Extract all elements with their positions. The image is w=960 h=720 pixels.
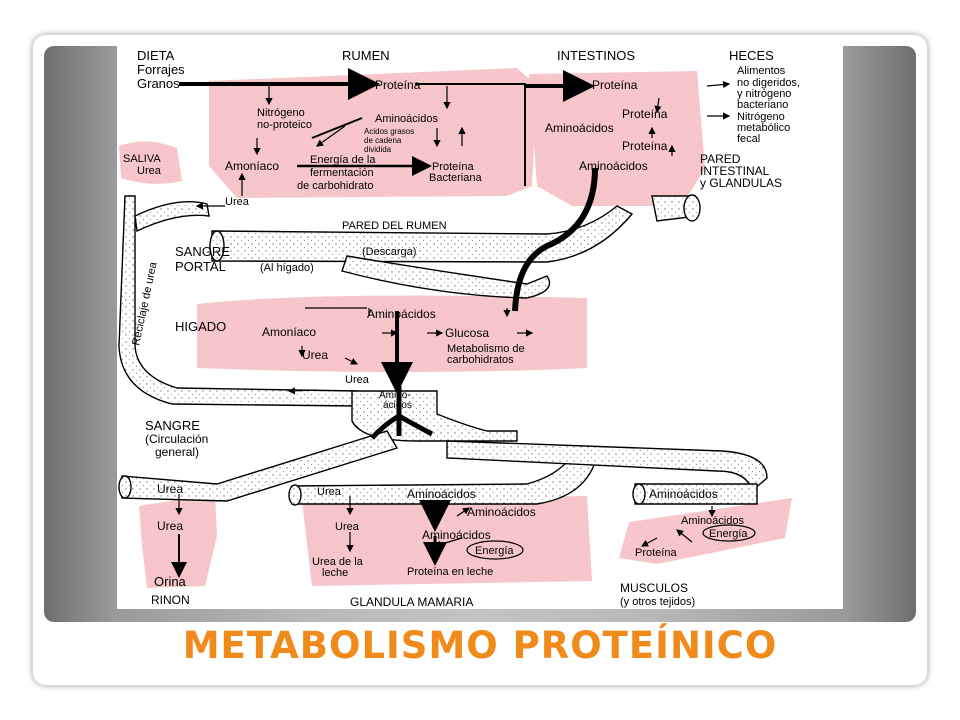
blood-vessels [118,194,768,506]
label-urea-out: Urea [345,374,370,386]
mammary-region [302,496,592,586]
liver-to-heart [351,390,518,442]
label-heces-3: y nitrógeno [737,88,791,100]
thick-flow-arrows [179,68,598,532]
label-heces-4: bacteriano [737,99,788,111]
label-musculos-1: MUSCULOS [620,581,688,595]
label-mam-urea-2: Urea [335,521,360,533]
label-hig-urea: Urea [302,348,328,362]
label-mam-urea-1: Urea [317,486,342,498]
label-acidos-3: dividida [364,145,392,154]
label-rinon-urea-2: Urea [157,519,183,533]
label-forrajes: Forrajes [137,62,185,77]
tube-end-top [683,194,701,222]
label-rumen-aminoacidos: Aminoácidos [375,113,438,125]
slide-title: METABOLISMO PROTEÍNICO [182,624,778,667]
tube-end-kidney [118,475,132,499]
label-urea-leche-1: Urea de la [312,556,364,568]
label-rumen-urea: Urea [225,196,250,208]
label-metab-2: carbohidratos [447,354,514,366]
label-sangre-portal-3: (Al hígado) [260,262,314,274]
label-heces-5: Nitrógeno [737,111,785,123]
label-mam-aminoacidos-2: Aminoácidos [467,505,536,519]
tube-end-mammary [288,484,302,506]
label-heces-7: fecal [737,133,760,145]
energy-badge-mammary [466,540,524,560]
label-energia-1: Energía de la [310,154,376,166]
label-acidos-2: de cadena [364,136,402,145]
label-musculos-2: (y otros tejidos) [620,596,695,608]
label-nitrogeno-2: no-proteico [257,119,312,131]
label-glucosa: Glucosa [445,326,489,340]
rumen-region [209,68,537,198]
label-proteina-leche: Proteína en leche [407,566,493,578]
junction-arrows [370,386,434,440]
label-rinon: RINON [151,593,190,607]
thin-flow-arrows [171,80,731,578]
label-amino-2: ácidos [383,400,412,411]
label-int-aminoacidos: Aminoácidos [545,121,614,135]
label-hig-amoniaco: Amoníaco [262,325,316,339]
label-amoniaco: Amoníaco [225,159,279,173]
label-amino-1: Amino- [379,390,411,401]
label-descarga: (Descarga) [362,246,416,258]
label-mus-aminoacidos: Aminoácidos [649,487,718,501]
label-hig-aminoacidos: Aminoácidos [367,307,436,321]
label-bacteriana-2: Bacteriana [429,172,482,184]
portal-lower [341,255,551,299]
label-rinon-urea-1: Urea [157,482,183,496]
label-pared-rumen: PARED DEL RUMEN [342,220,447,232]
label-mus-proteina: Proteína [635,547,677,559]
label-rumen-proteina: Proteína [375,78,421,92]
label-metab-1: Metabolismo de [447,343,525,355]
label-energia-3: de carbohidrato [297,180,373,192]
label-higado: HIGADO [175,319,226,334]
label-sangre-gen-1: SANGRE [145,418,200,433]
label-int-proteina-2: Proteína [622,107,668,121]
label-int-aminoacidos-2: Aminoácidos [579,159,648,173]
label-pared-int-2: INTESTINAL [700,164,770,178]
saliva-region [119,141,182,184]
tube-end-portal [209,230,225,262]
label-saliva: SALIVA [123,153,161,165]
label-heces-6: metabólico [737,122,790,134]
label-rumen: RUMEN [342,48,390,63]
label-int-proteina-3: Proteína [622,139,668,153]
label-mam-energia: Energía [475,545,514,557]
label-sangre-gen-3: general) [155,445,199,459]
energy-badge-muscle [702,524,756,542]
label-pared-int-1: PARED [700,152,741,166]
label-sangre-portal-1: SANGRE [175,244,230,259]
label-glandula: GLANDULA MAMARIA [350,595,473,609]
label-energia-2: fermentación [310,167,374,179]
label-int-proteina: Proteína [592,78,638,92]
general-circulation-left [121,430,399,502]
label-heces-2: no digeridos, [737,77,800,89]
label-heces: HECES [729,48,774,63]
saliva-branch [134,201,210,233]
label-dieta: DIETA [137,48,175,63]
label-sangre-portal-2: PORTAL [175,259,226,274]
protein-metabolism-diagram: DIETA Forrajes Granos RUMEN INTESTINOS H… [117,46,843,609]
label-sangre-gen-2: (Circulación [145,432,208,446]
label-orina: Orina [154,574,187,589]
label-bacteriana-1: Proteína [432,161,474,173]
label-nitrogeno-1: Nitrógeno [257,107,305,119]
tube-end-muscle [632,483,646,505]
label-intestinos: INTESTINOS [557,48,635,63]
label-pared-int-3: y GLANDULAS [700,176,782,190]
label-mam-aminoacidos-3: Aminoácidos [422,528,491,542]
label-heces-1: Alimentos [737,65,786,77]
label-saliva-urea: Urea [137,165,162,177]
label-mus-aminoacidos-2: Aminoácidos [681,515,744,527]
label-granos: Granos [137,76,180,91]
label-acidos-1: Acidos grasos [364,127,414,136]
label-mus-energia: Energía [709,528,748,540]
label-mam-aminoacidos: Aminoácidos [407,487,476,501]
intestine-region [529,71,705,206]
label-urea-leche-2: leche [322,567,348,579]
